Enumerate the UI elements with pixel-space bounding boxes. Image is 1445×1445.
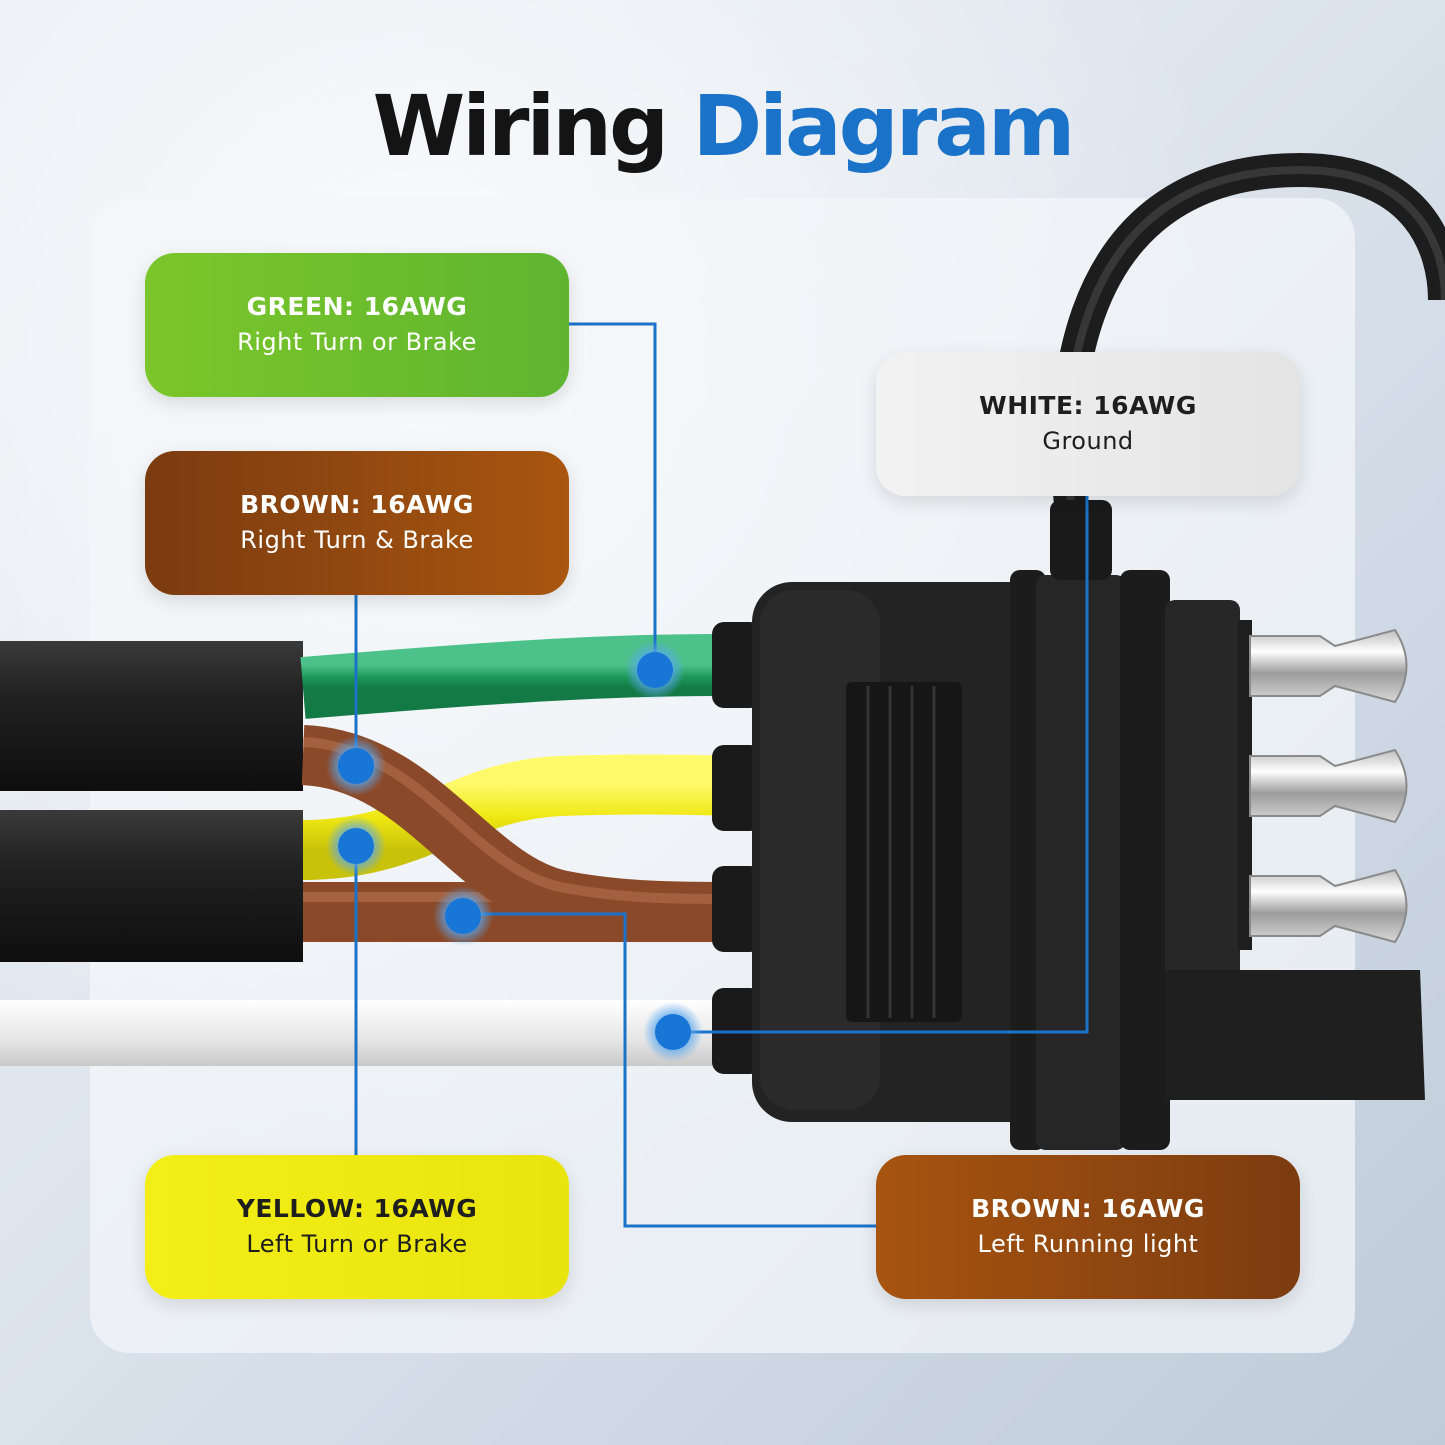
label-green: GREEN: 16AWG Right Turn or Brake xyxy=(145,253,569,397)
brown-wire-upper xyxy=(300,725,731,942)
leader-lines xyxy=(354,322,1089,1228)
label-brown-left-spec: BROWN: 16AWG xyxy=(971,1194,1205,1223)
yellow-wire xyxy=(302,754,732,880)
cable-jacket-lower xyxy=(0,810,303,962)
page-title: Wiring Diagram xyxy=(0,78,1445,174)
label-yellow-spec: YELLOW: 16AWG xyxy=(236,1194,478,1223)
label-brown-left: BROWN: 16AWG Left Running light xyxy=(876,1155,1300,1299)
white-wire xyxy=(0,1000,730,1066)
label-yellow: YELLOW: 16AWG Left Turn or Brake xyxy=(145,1155,569,1299)
label-brown-right-function: Right Turn & Brake xyxy=(240,526,474,554)
label-white: WHITE: 16AWG Ground xyxy=(876,352,1300,496)
cable-jacket-upper xyxy=(0,641,303,791)
label-green-function: Right Turn or Brake xyxy=(237,328,477,356)
label-yellow-function: Left Turn or Brake xyxy=(246,1230,468,1258)
title-word-diagram: Diagram xyxy=(692,77,1075,175)
label-brown-left-function: Left Running light xyxy=(977,1230,1199,1258)
label-green-spec: GREEN: 16AWG xyxy=(246,292,468,321)
leader-brown-left xyxy=(463,912,876,1228)
leader-white xyxy=(673,496,1089,1034)
label-brown-right-spec: BROWN: 16AWG xyxy=(240,490,474,519)
label-brown-right: BROWN: 16AWG Right Turn & Brake xyxy=(145,451,569,595)
label-white-function: Ground xyxy=(1042,427,1134,455)
leader-green xyxy=(568,322,657,670)
title-word-wiring: Wiring xyxy=(372,77,670,175)
label-white-spec: WHITE: 16AWG xyxy=(979,391,1197,420)
connector-pins xyxy=(1249,628,1408,944)
connector-housing xyxy=(712,500,1425,1150)
